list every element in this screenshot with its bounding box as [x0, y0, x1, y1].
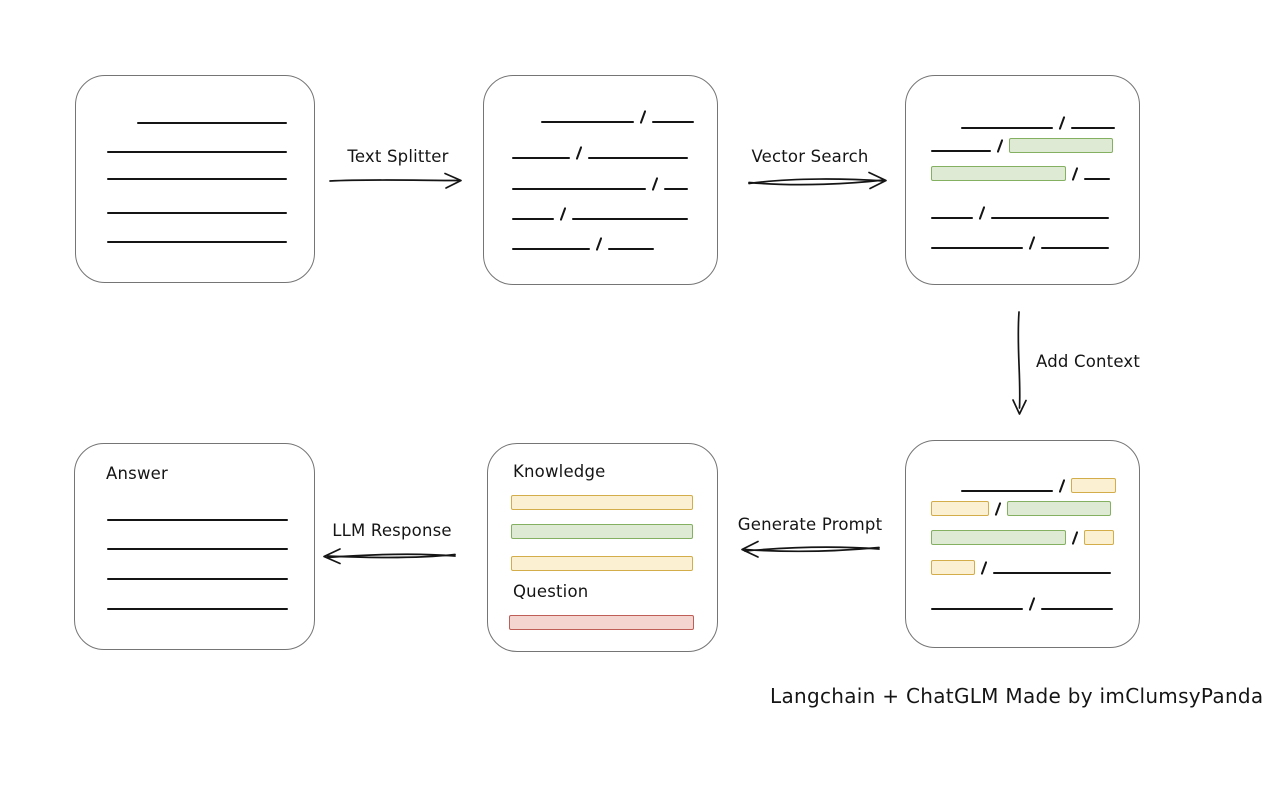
context-chunks-box: [905, 440, 1140, 648]
chunk-row: [512, 233, 654, 251]
chunk-row: [512, 173, 688, 191]
slash-separator: [639, 110, 647, 124]
slash-separator: [1071, 531, 1079, 545]
knowledge-bar-yellow: [511, 495, 693, 510]
text-line: [608, 248, 654, 250]
vector-search-arrow: [748, 171, 887, 190]
text-line: [107, 519, 288, 521]
text-line: [931, 608, 1023, 610]
chunk-row: [931, 135, 1113, 153]
slash-separator: [1071, 167, 1079, 181]
chunk-yellow: [931, 560, 975, 575]
chunk-row: [931, 593, 1113, 611]
chunk-row: [931, 498, 1111, 516]
generate-prompt-label: Generate Prompt: [737, 515, 883, 534]
slash-separator: [980, 561, 988, 575]
text-line: [1041, 247, 1109, 249]
slash-separator: [1028, 597, 1036, 611]
slash-separator: [595, 237, 603, 251]
llm-response-label: LLM Response: [332, 521, 452, 540]
text-line: [512, 157, 570, 159]
chunk-row: [931, 163, 1110, 181]
split-chunks-box: [483, 75, 718, 285]
add-context-label: Add Context: [1036, 352, 1141, 371]
add-context-arrow: [1012, 311, 1027, 415]
slash-separator: [651, 177, 659, 191]
slash-separator: [996, 139, 1004, 153]
text-line: [107, 608, 288, 610]
knowledge-label: Knowledge: [513, 462, 606, 481]
chunk-green: [931, 166, 1066, 181]
text-line: [991, 217, 1109, 219]
text-line: [961, 127, 1053, 129]
text-line: [512, 248, 590, 250]
chunk-row: [931, 527, 1114, 545]
text-line: [107, 578, 288, 580]
generate-prompt-arrow: [741, 540, 880, 558]
text-line: [588, 157, 688, 159]
text-line: [1084, 178, 1110, 180]
knowledge-bar-green: [511, 524, 693, 539]
text-splitter-label: Text Splitter: [347, 147, 449, 166]
slash-separator: [559, 207, 567, 221]
chunk-row: [931, 232, 1109, 250]
text-line: [931, 217, 973, 219]
text-line: [107, 151, 287, 153]
answer-title: Answer: [106, 464, 168, 483]
text-line: [541, 121, 634, 123]
text-line: [107, 548, 288, 550]
text-line: [931, 247, 1023, 249]
knowledge-bar-yellow: [511, 556, 693, 571]
chunk-green: [1009, 138, 1113, 153]
slash-separator: [1058, 116, 1066, 130]
chunk-row: [541, 106, 694, 124]
text-line: [512, 188, 646, 190]
text-line: [664, 188, 688, 190]
text-line: [652, 121, 694, 123]
slash-separator: [1028, 236, 1036, 250]
chunk-row: [931, 557, 1111, 575]
chunk-yellow: [1084, 530, 1114, 545]
slash-separator: [575, 146, 583, 160]
question-bar-red: [509, 615, 694, 630]
chunk-row: [512, 142, 688, 160]
text-line: [107, 178, 287, 180]
text-splitter-arrow: [329, 172, 462, 189]
text-line: [1071, 127, 1115, 129]
document-box: [75, 75, 315, 283]
answer-box: Answer: [74, 443, 315, 650]
caption: Langchain + ChatGLM Made by imClumsyPand…: [770, 684, 1262, 708]
chunk-green: [1007, 501, 1111, 516]
text-line: [107, 241, 287, 243]
text-line: [931, 150, 991, 152]
text-line: [961, 490, 1053, 492]
slash-separator: [978, 206, 986, 220]
chunk-green: [931, 530, 1066, 545]
slash-separator: [1058, 479, 1066, 493]
vector-search-label: Vector Search: [751, 147, 869, 166]
prompt-box: Knowledge Question: [487, 443, 718, 652]
text-line: [572, 218, 688, 220]
text-line: [512, 218, 554, 220]
chunk-row: [512, 203, 688, 221]
text-line: [137, 122, 287, 124]
chunk-yellow: [1071, 478, 1116, 493]
chunk-yellow: [931, 501, 989, 516]
text-line: [993, 572, 1111, 574]
vector-result-box: [905, 75, 1140, 285]
chunk-row: [961, 475, 1116, 493]
text-line: [1041, 608, 1113, 610]
chunk-row: [961, 112, 1115, 130]
slash-separator: [994, 502, 1002, 516]
llm-response-arrow: [323, 548, 456, 565]
text-line: [107, 212, 287, 214]
question-label: Question: [513, 582, 589, 601]
chunk-row: [931, 202, 1109, 220]
